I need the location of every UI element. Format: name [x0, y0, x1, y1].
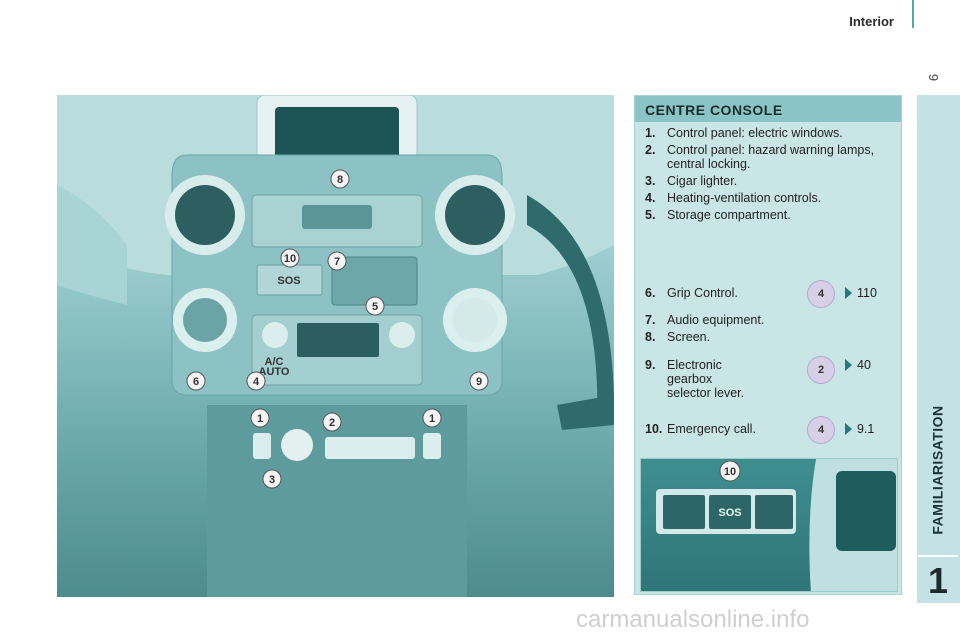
- callout-9: 9: [476, 376, 482, 388]
- centre-console-photo: SOS A/C AUTO 8 10: [57, 95, 614, 597]
- callout-3: 3: [269, 474, 275, 486]
- page-number: 9: [926, 73, 942, 82]
- section-title: Interior: [849, 14, 894, 29]
- page-reference[interactable]: 40: [857, 358, 871, 372]
- chapter-badge: 4: [807, 416, 835, 444]
- ac-button-label: A/C: [265, 356, 284, 368]
- arrow-right-icon: [845, 423, 852, 435]
- page-reference[interactable]: 9.1: [857, 422, 875, 436]
- panel-title: CENTRE CONSOLE: [645, 102, 783, 118]
- callout-7: 7: [334, 256, 340, 268]
- chapter-divider: [918, 555, 958, 557]
- callout-1-right: 1: [429, 413, 435, 425]
- page-reference[interactable]: 110: [857, 286, 877, 300]
- ref-item-10: 10.Emergency call.: [645, 422, 756, 436]
- list-item: 2.Control panel: hazard warning lamps, c…: [645, 143, 875, 171]
- list-item: 3.Cigar lighter.: [645, 174, 738, 188]
- header-divider: [912, 0, 914, 28]
- panel-header: CENTRE CONSOLE: [635, 96, 901, 122]
- watermark-text: carmanualsonline.info: [576, 606, 810, 633]
- inset-sos-label: SOS: [718, 507, 741, 519]
- ref-item-8: 8.Screen.: [645, 330, 711, 344]
- callout-1-left: 1: [257, 413, 263, 425]
- item-list: 1.Control panel: electric windows. 2.Con…: [645, 126, 895, 225]
- chapter-number: 1: [927, 560, 949, 601]
- callout-8: 8: [337, 174, 343, 186]
- callout-5: 5: [372, 301, 378, 313]
- ref-item-9: 9.Electronic gearbox selector lever.: [645, 358, 745, 400]
- arrow-right-icon: [845, 287, 852, 299]
- chapter-label-text: FAMILIARISATION: [930, 405, 946, 535]
- callouts: 8 10 7 5 6 4 9 1 2 1 3: [186, 169, 489, 489]
- callout-2: 2: [329, 417, 335, 429]
- centre-console-panel: CENTRE CONSOLE 1.Control panel: electric…: [634, 95, 902, 595]
- chapter-badge: 4: [807, 280, 835, 308]
- chapter-side-tab: [917, 95, 960, 603]
- chapter-badge: 2: [807, 356, 835, 384]
- chapter-label: FAMILIARISATION: [918, 390, 958, 550]
- sos-inset-photo: SOS 10: [640, 458, 898, 592]
- inset-callout-10: 10: [724, 466, 736, 478]
- ref-item-6: 6.Grip Control.: [645, 286, 738, 300]
- callout-4: 4: [253, 376, 260, 388]
- auto-button-label: AUTO: [259, 366, 290, 378]
- sos-button-label: SOS: [277, 275, 300, 287]
- ref-item-7: 7.Audio equipment.: [645, 313, 765, 327]
- callout-10: 10: [284, 253, 296, 265]
- list-item: 1.Control panel: electric windows.: [645, 126, 843, 140]
- callout-6: 6: [193, 376, 199, 388]
- list-item: 5.Storage compartment.: [645, 208, 791, 222]
- arrow-right-icon: [845, 359, 852, 371]
- list-item: 4.Heating-ventilation controls.: [645, 191, 822, 205]
